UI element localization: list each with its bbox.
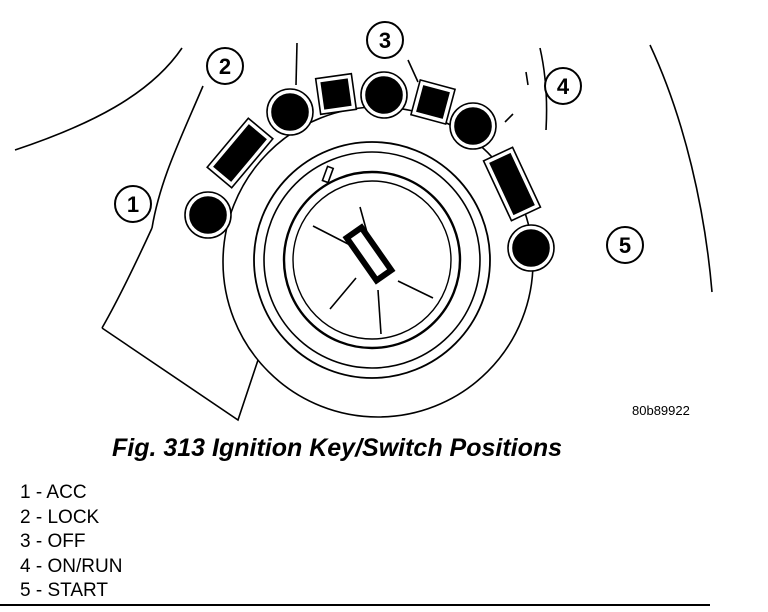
callout-circle-2	[206, 47, 244, 85]
position-bar-start-fill	[489, 152, 535, 216]
position-bar-acc-fill	[213, 124, 267, 182]
legend-num: 1	[20, 482, 31, 503]
column-outline-left	[14, 47, 183, 151]
legend-item: 1 - ACC	[20, 482, 87, 503]
cylinder-spoke	[397, 280, 434, 299]
position-square-2-fill	[320, 78, 352, 110]
leader-line-3	[407, 59, 419, 83]
legend-item: 3 - OFF	[20, 531, 86, 552]
column-outline-left-lower	[101, 227, 153, 329]
callout-1: 1	[127, 192, 139, 217]
alignment-tick-icon	[321, 165, 335, 184]
legend-num: 2	[20, 506, 31, 528]
callout-circle-4	[544, 67, 582, 105]
column-shroud-line	[101, 327, 259, 422]
cylinder-spoke	[329, 277, 357, 310]
legend-item: 4 - ON/RUN	[20, 555, 123, 577]
figure-code: 80b89922	[632, 403, 690, 418]
callout-5: 5	[619, 233, 631, 258]
position-lamp-5-fill	[512, 229, 550, 267]
legend-item: 5 - START	[20, 580, 108, 601]
position-lamp-2-fill	[271, 93, 309, 131]
callout-2: 2	[219, 54, 231, 79]
callout-circle-1	[114, 185, 152, 223]
lock-cylinder-ring	[282, 170, 462, 350]
cylinder-spoke	[377, 289, 382, 335]
callout-4: 4	[557, 74, 570, 99]
column-outline-top-left	[151, 85, 204, 229]
position-lamp-1-fill	[189, 196, 227, 234]
leader-line-4b	[504, 113, 514, 123]
legend-list: 1 - ACC 2 - LOCK 3 - OFF 4 - ON/RUN 5 - …	[20, 481, 122, 604]
switch-outer-ring	[253, 141, 491, 379]
leader-line-2	[295, 42, 298, 86]
column-outline-right	[649, 44, 713, 293]
key-slot-icon	[342, 223, 396, 285]
legend-label: OFF	[47, 531, 86, 552]
bottom-rule	[0, 604, 710, 606]
legend-item: 2 - LOCK	[20, 506, 100, 528]
figure-caption: Fig. 313 Ignition Key/Switch Positions	[112, 434, 563, 462]
cylinder-spoke	[312, 225, 353, 247]
leader-line-4	[525, 71, 529, 86]
position-lamp-3-fill	[365, 76, 403, 114]
legend-label: ACC	[46, 482, 87, 503]
lock-cylinder-face	[292, 180, 452, 340]
callout-circle-3	[366, 21, 404, 59]
callout-circle-5	[606, 226, 644, 264]
ignition-switch-diagram: 1 2 3 4 5	[14, 21, 713, 422]
callout-3: 3	[379, 28, 391, 53]
legend-num: 4	[20, 555, 31, 577]
position-square-3-fill	[416, 85, 450, 119]
legend-label: LOCK	[47, 506, 100, 528]
legend-label: START	[47, 580, 108, 601]
legend-num: 5	[20, 580, 31, 601]
legend-num: 3	[20, 531, 31, 552]
switch-middle-ring	[263, 151, 481, 369]
legend-label: ON/RUN	[47, 555, 123, 577]
position-lamp-4-fill	[454, 107, 492, 145]
